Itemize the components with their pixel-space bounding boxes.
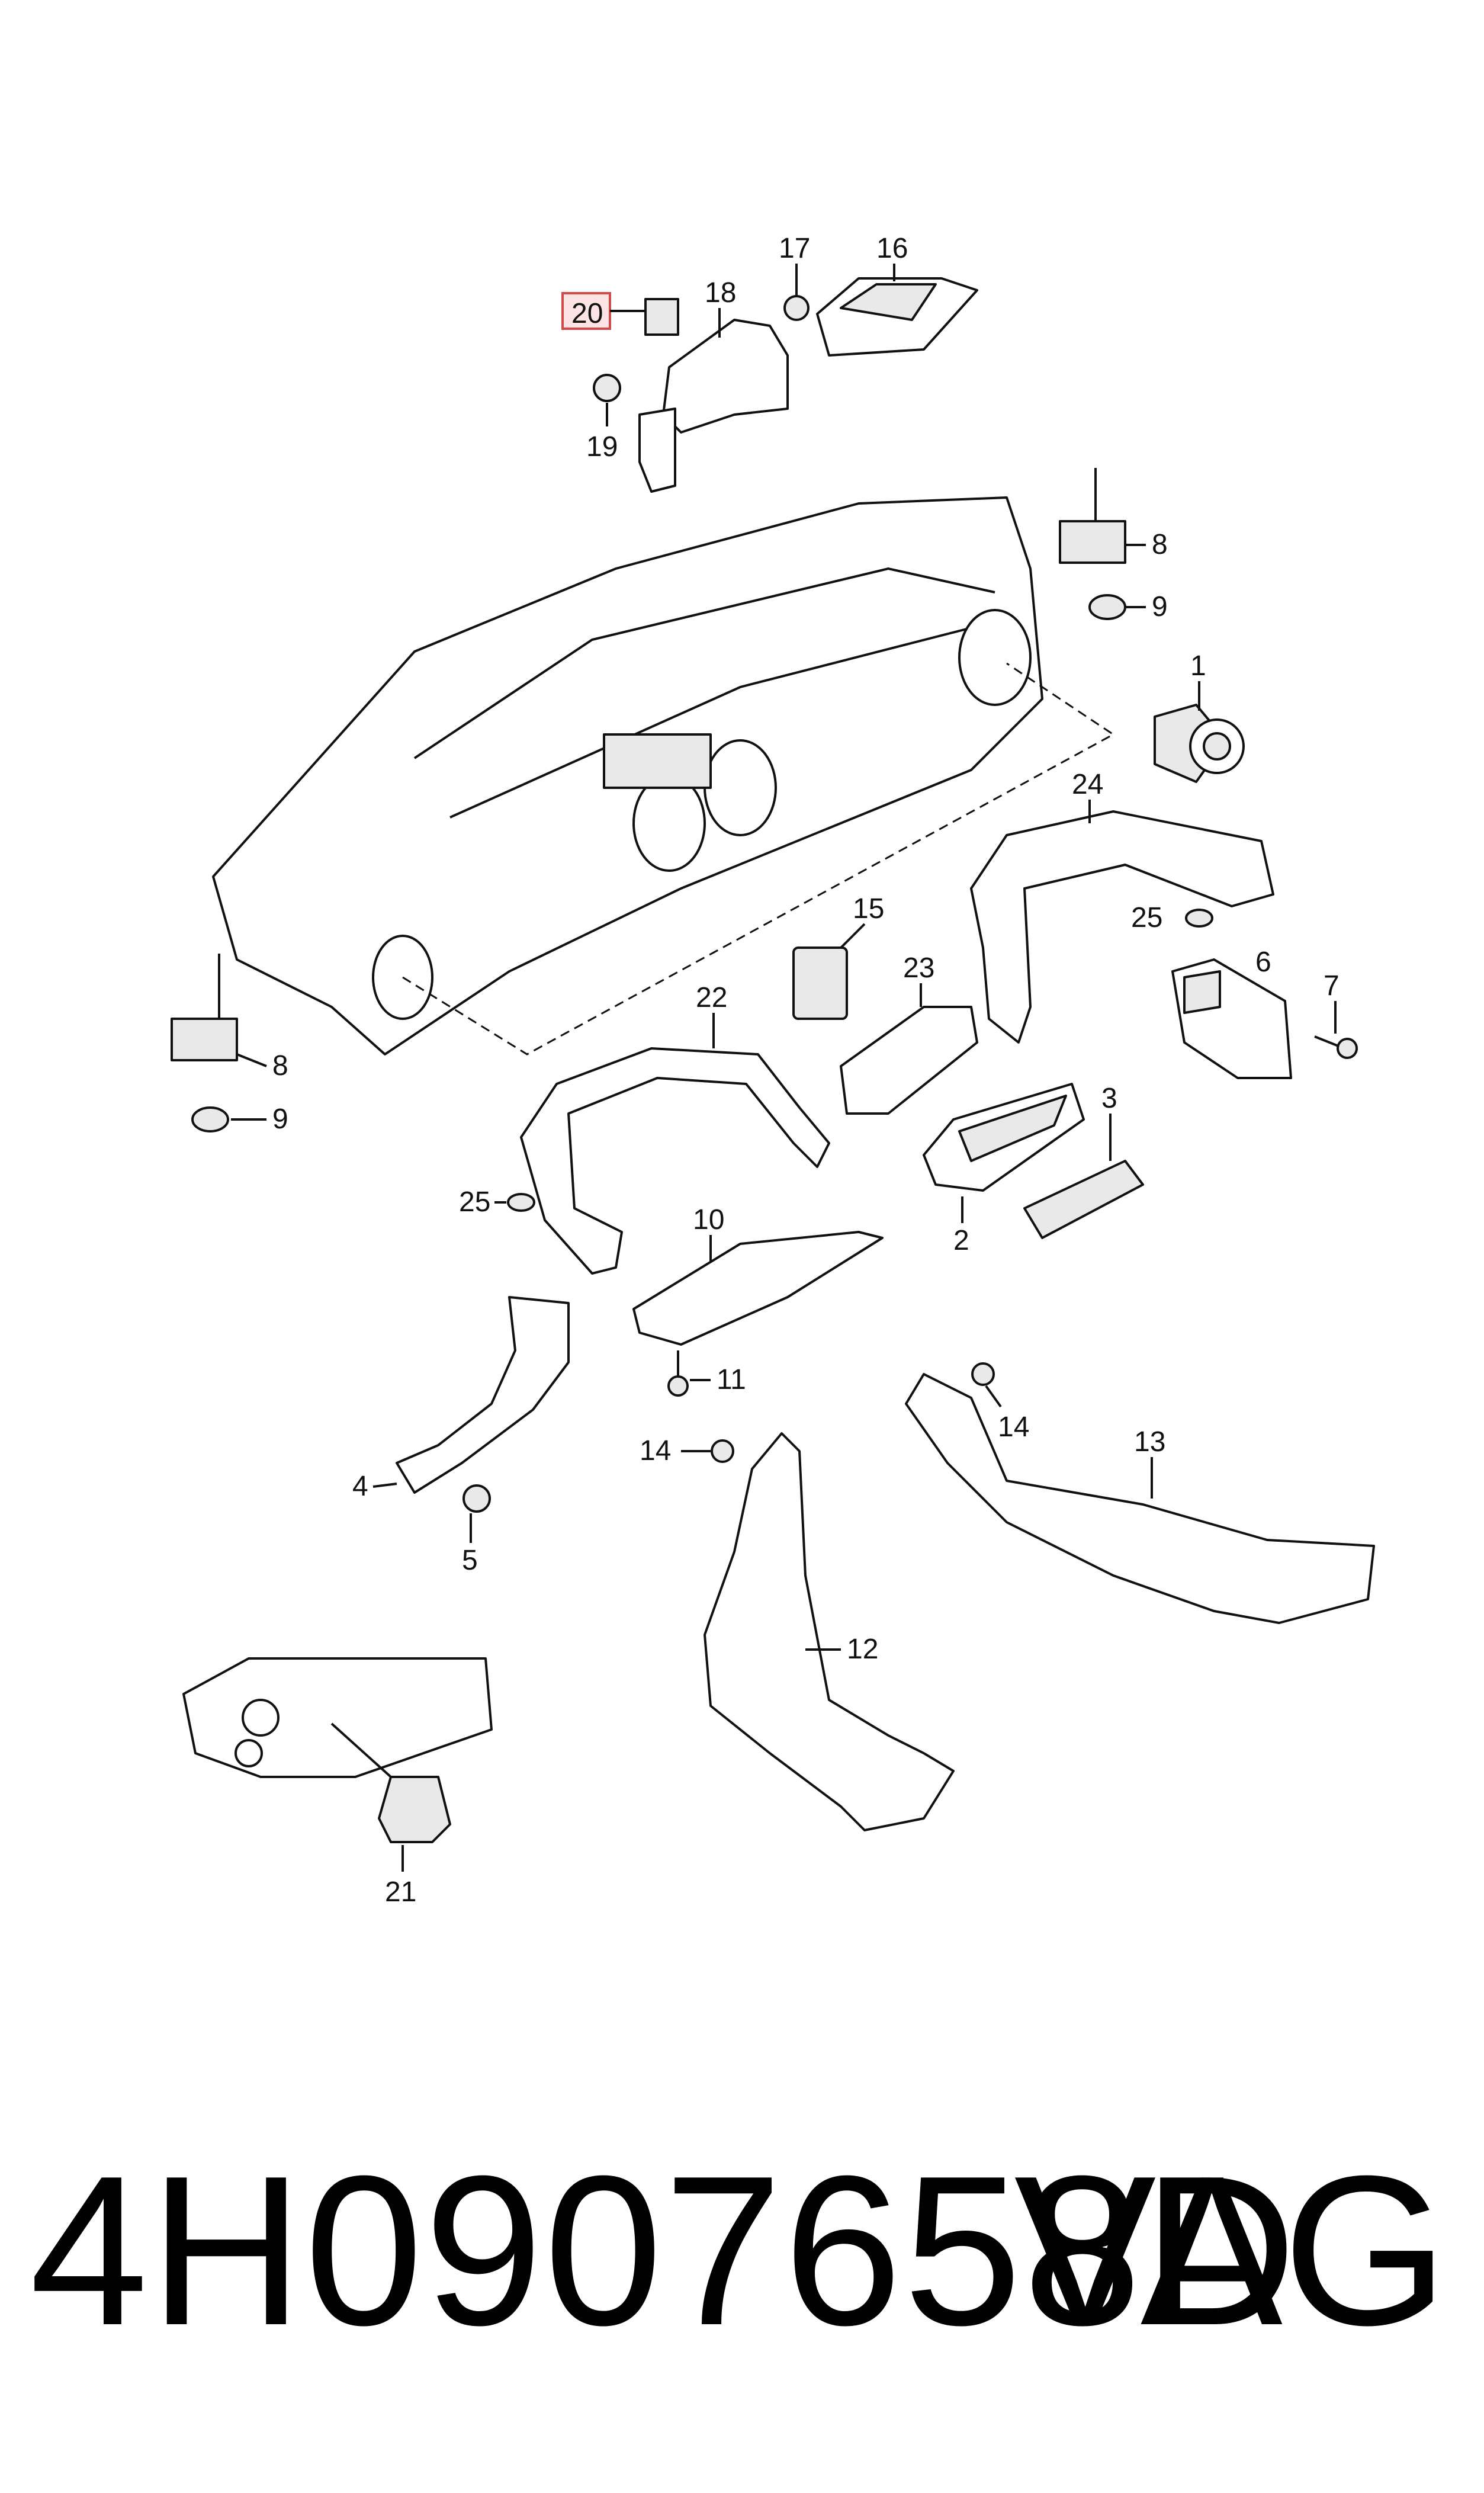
- callout-13: 13: [1134, 1426, 1165, 1458]
- dashboard-panel: [212, 496, 1043, 1055]
- callout-23: 23: [903, 952, 934, 984]
- part-20-bracket: [644, 298, 679, 336]
- callout-7: 7: [1324, 970, 1340, 1002]
- callout-20-highlight: [561, 292, 611, 330]
- part-8-sensor-left: [171, 954, 238, 1061]
- part-23-center-duct: [840, 1006, 978, 1115]
- callout-21: 21: [385, 1876, 416, 1908]
- callout-22: 22: [696, 982, 727, 1013]
- part-14-clip-right: [971, 1362, 995, 1386]
- callout-20: 20: [571, 298, 603, 329]
- part-25-clip-right: [1185, 909, 1213, 928]
- callout-11: 11: [717, 1364, 746, 1395]
- callout-25-left: 25: [459, 1186, 490, 1218]
- callout-12: 12: [847, 1634, 878, 1665]
- part-1-round-vent: [1154, 704, 1245, 783]
- part-12-rear-duct: [704, 1432, 955, 1831]
- brand: VAG: [1014, 2132, 1448, 2370]
- callout-18: 18: [705, 277, 736, 309]
- part-22-upper-duct: [520, 1047, 830, 1275]
- part-9-grommet-right: [1088, 594, 1126, 620]
- callout-9-right: 9: [1152, 591, 1168, 623]
- callout-14-right: 14: [998, 1411, 1029, 1443]
- callout-4: 4: [352, 1471, 368, 1502]
- callout-17: 17: [779, 233, 810, 264]
- callout-3: 3: [1101, 1083, 1117, 1114]
- part-8-sensor-right: [1059, 468, 1126, 564]
- callout-6: 6: [1255, 946, 1271, 978]
- part-2-center-vent-frame: [923, 1083, 1085, 1192]
- part-13-rear-duct: [905, 1373, 1375, 1624]
- callout-1: 1: [1190, 650, 1206, 682]
- part-4-footwell-duct: [396, 1296, 570, 1494]
- callout-8-left: 8: [272, 1050, 288, 1082]
- callout-8-right: 8: [1152, 529, 1168, 560]
- callout-24: 24: [1072, 769, 1103, 800]
- part-3-vent-grille: [1023, 1160, 1144, 1239]
- callout-2: 2: [953, 1225, 969, 1256]
- callout-10: 10: [693, 1204, 724, 1236]
- callout-25-right: 25: [1131, 902, 1162, 933]
- dashboard-guide-line: [402, 662, 1115, 1055]
- part-number: 4H0907658D: [30, 2132, 1298, 2370]
- callout-19: 19: [586, 431, 618, 463]
- part-9-grommet-left: [191, 1106, 229, 1132]
- part-11-screw: [667, 1350, 689, 1397]
- callout-5: 5: [462, 1545, 478, 1576]
- part-14-clip-left: [711, 1439, 734, 1463]
- part-17-clip: [783, 295, 810, 321]
- part-5-clip: [462, 1484, 491, 1513]
- part-19-clip: [593, 374, 621, 402]
- callout-16: 16: [876, 233, 908, 264]
- callout-9-left: 9: [272, 1103, 288, 1135]
- part-21-firewall-section: [182, 1657, 493, 1778]
- part-16-vent-grille: [816, 277, 978, 357]
- part-21-grille-cap: [378, 1776, 451, 1843]
- footer: 4H0907658D VAG: [0, 2132, 1484, 2464]
- part-18-duct: [638, 319, 789, 493]
- part-6-vent-housing: [1171, 958, 1292, 1079]
- part-24-side-duct: [970, 810, 1274, 1044]
- part-10-lower-duct: [632, 1231, 884, 1346]
- part-7-screw: [1314, 1035, 1358, 1059]
- parts-diagram: 20 18 19 17 16 8 9: [171, 233, 1375, 1908]
- part-25-clip-left: [507, 1193, 535, 1212]
- part-15-pad: [792, 946, 848, 1020]
- callout-15: 15: [853, 893, 884, 925]
- callout-14-left: 14: [640, 1435, 671, 1467]
